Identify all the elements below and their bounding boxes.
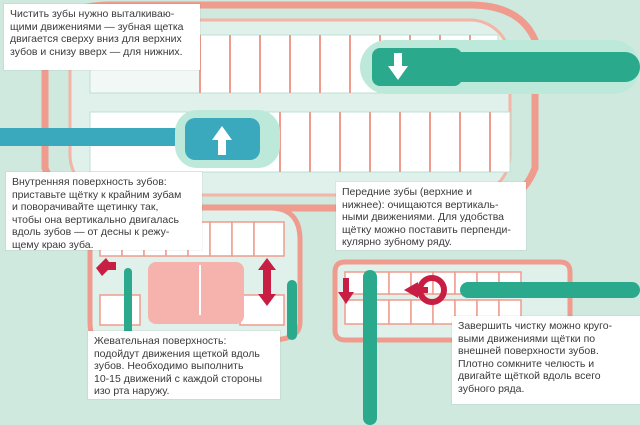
note-upper-lower-teeth: Чистить зубы нужно выталкиваю- щими движ… <box>4 4 200 70</box>
toothbrush-icon <box>363 270 640 425</box>
arrow-double-vertical-icon <box>258 258 276 306</box>
lower-teeth-gaps <box>279 112 491 172</box>
note-finish-circular: Завершить чистку можно круго- выми движе… <box>452 316 640 404</box>
toothbrush-icon <box>360 40 640 94</box>
tongue <box>148 262 244 324</box>
note-chewing-surface: Жевательная поверхность: подойдут движен… <box>88 331 280 399</box>
arrow-circular-icon <box>404 275 447 305</box>
note-inner-surface: Внутренняя поверхность зубов: приставьте… <box>6 172 202 251</box>
arrow-down-icon <box>388 53 408 80</box>
arrow-left-icon <box>96 258 116 276</box>
toothbrush-icon <box>124 268 297 340</box>
arrow-down-icon <box>338 278 354 304</box>
note-front-teeth: Передние зубы (верхние и нижнее): очищаю… <box>336 182 526 250</box>
arrow-up-icon <box>212 126 232 155</box>
